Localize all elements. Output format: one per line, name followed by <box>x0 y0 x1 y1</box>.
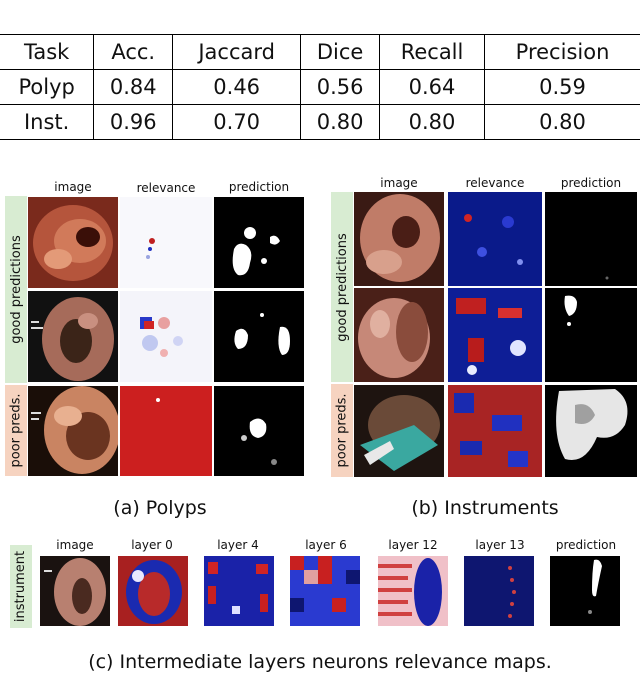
panel-c-layer13 <box>464 556 534 626</box>
panel-c-col-layer4: layer 4 <box>217 538 259 552</box>
table-row: Polyp 0.84 0.46 0.56 0.64 0.59 <box>0 69 640 105</box>
panel-a-relevance-3 <box>120 386 212 476</box>
panel-c-col-layer12: layer 12 <box>388 538 438 552</box>
table-cell: 0.84 <box>93 69 174 105</box>
panel-a-good-label: good predictions <box>8 235 24 344</box>
panel-b-image-1 <box>354 192 444 286</box>
panel-c-instrument-strip: instrument <box>10 545 32 628</box>
panel-b-relevance-3 <box>448 385 542 477</box>
table-cell: 0.80 <box>300 104 381 140</box>
panel-b-good-strip: good predictions <box>331 192 353 382</box>
panel-a-poor-strip: poor preds. <box>5 385 27 476</box>
panel-a-image-2 <box>28 291 118 382</box>
panel-c-layer12 <box>378 556 448 626</box>
table-cell: 0.96 <box>93 104 174 140</box>
panel-b-image-2 <box>354 288 444 382</box>
panel-c-layer4 <box>204 556 274 626</box>
table-header-row: Task Acc. Jaccard Dice Recall Precision <box>0 34 640 70</box>
header-jaccard: Jaccard <box>172 34 302 70</box>
panel-a-prediction-1 <box>214 197 304 288</box>
panel-b-col-image: image <box>380 176 418 190</box>
panel-a-caption: (a) Polyps <box>113 497 207 519</box>
header-accuracy: Acc. <box>93 34 174 70</box>
panel-b-good-label: good predictions <box>334 232 350 342</box>
panel-a-prediction-2 <box>214 291 304 382</box>
header-dice: Dice <box>300 34 381 70</box>
panel-c-col-image: image <box>56 538 94 552</box>
panel-a-relevance-2 <box>120 291 212 382</box>
panel-a-good-strip: good predictions <box>5 196 27 383</box>
table-cell: 0.56 <box>300 69 381 105</box>
table-cell: Inst. <box>0 104 95 140</box>
metrics-table: Task Acc. Jaccard Dice Recall Precision … <box>0 34 640 140</box>
table-cell: 0.80 <box>379 104 486 140</box>
table-cell: 0.70 <box>172 104 302 140</box>
panel-a-poor-label: poor preds. <box>8 393 24 468</box>
panel-a-col-prediction: prediction <box>228 180 290 194</box>
panel-c-col-layer13: layer 13 <box>475 538 525 552</box>
header-task: Task <box>0 34 95 70</box>
panel-c-layer0 <box>118 556 188 626</box>
panel-a-col-image: image <box>54 180 92 194</box>
header-recall: Recall <box>379 34 486 70</box>
panel-b-col-relevance: relevance <box>465 176 525 190</box>
panel-c-col-layer0: layer 0 <box>131 538 173 552</box>
panel-b-col-prediction: prediction <box>560 176 622 190</box>
panel-c-col-prediction: prediction <box>555 538 617 552</box>
table-cell: 0.59 <box>539 75 586 99</box>
panel-a-image-3 <box>28 386 118 476</box>
table-cell: 0.64 <box>379 69 486 105</box>
panel-b-relevance-2 <box>448 288 542 382</box>
panel-b-caption: (b) Instruments <box>411 497 559 519</box>
table-row: Inst. 0.96 0.70 0.80 0.80 0.80 <box>0 104 640 140</box>
panel-c-image <box>40 556 110 626</box>
panel-b-prediction-3 <box>545 385 637 477</box>
panel-c-col-layer6: layer 6 <box>305 538 347 552</box>
panel-a-prediction-3 <box>214 386 304 476</box>
table-cell: Polyp <box>0 69 95 105</box>
panel-a-relevance-1 <box>120 197 212 288</box>
panel-b-poor-strip: poor preds. <box>331 384 353 477</box>
table-cell: 0.80 <box>539 110 586 134</box>
panel-c-prediction <box>550 556 620 626</box>
panel-c-instrument-label: instrument <box>13 550 29 623</box>
header-precision: Precision <box>515 40 610 64</box>
panel-b-prediction-2 <box>545 288 637 382</box>
panel-c-layer6 <box>290 556 360 626</box>
panel-b-prediction-1 <box>545 192 637 286</box>
panel-b-relevance-1 <box>448 192 542 286</box>
panel-c-caption: (c) Intermediate layers neurons relevanc… <box>88 651 552 673</box>
table-cell: 0.46 <box>172 69 302 105</box>
panel-a-col-relevance: relevance <box>136 181 196 195</box>
panel-b-poor-label: poor preds. <box>334 393 350 468</box>
panel-a-image-1 <box>28 197 118 288</box>
panel-b-image-3 <box>354 385 444 477</box>
